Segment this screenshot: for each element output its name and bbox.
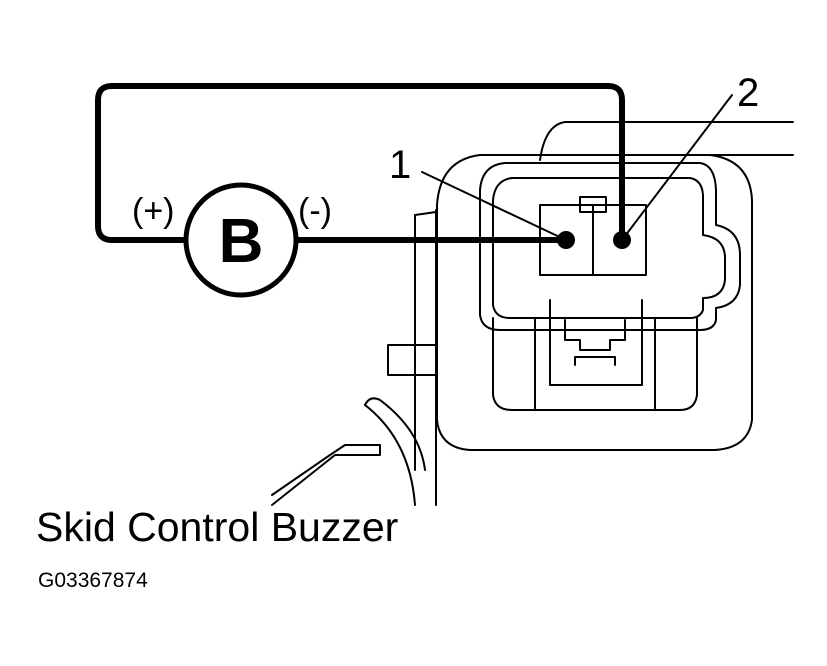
pin-2-label: 2: [737, 71, 759, 115]
connector-body: [436, 154, 753, 451]
positive-label: (+): [132, 192, 175, 230]
pin-1-label: 1: [389, 143, 411, 187]
pin-1-leader: [421, 171, 567, 241]
battery-symbol: B: [183, 182, 299, 298]
pin-2-leader: [621, 94, 733, 241]
connector-latch: [549, 299, 643, 386]
wire-positive: [95, 83, 625, 243]
caption: Skid Control Buzzer: [36, 504, 399, 550]
battery-letter: B: [219, 207, 264, 276]
figure-code: G03367874: [38, 569, 148, 592]
negative-label: (-): [298, 192, 332, 230]
